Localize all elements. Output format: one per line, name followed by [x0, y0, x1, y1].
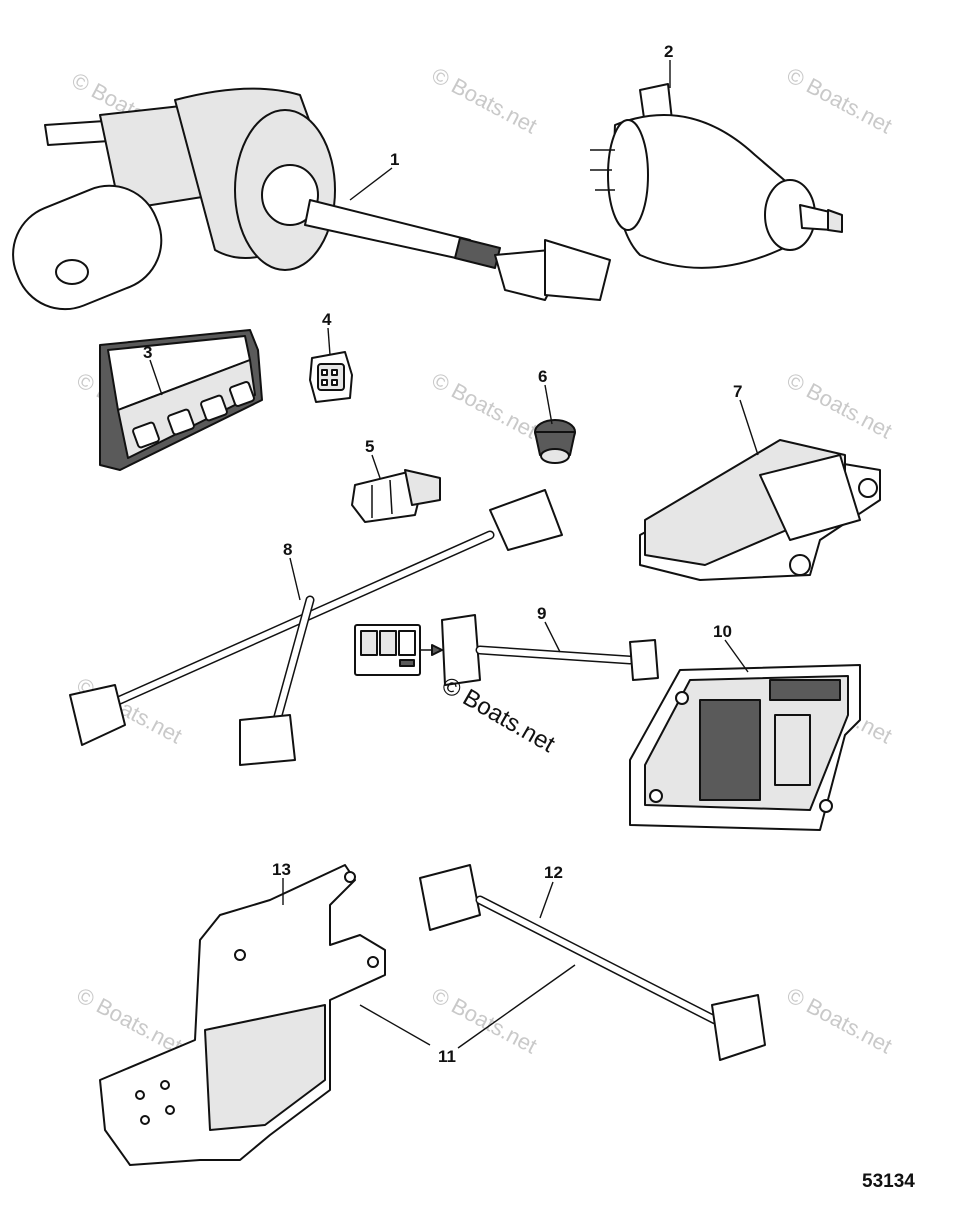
callout-2: 2	[664, 42, 673, 61]
watermark-6: © Boats.net	[783, 367, 897, 443]
callouts: 1 2 3 4 6 5 7 8 9 10 11 12 13	[143, 42, 742, 1066]
helm-sensor-icon	[590, 83, 843, 269]
harness-y-icon	[69, 489, 563, 766]
callout-4: 4	[322, 310, 332, 329]
center-watermark: © Boats.net	[437, 672, 560, 758]
callout-13: 13	[272, 860, 291, 879]
mounting-bracket-icon	[99, 864, 386, 1166]
callout-3: 3	[143, 343, 152, 362]
watermark-2: © Boats.net	[428, 62, 542, 138]
watermark-9: © Boats.net	[73, 982, 187, 1058]
callout-5: 5	[365, 437, 374, 456]
watermark-11: © Boats.net	[783, 982, 897, 1058]
watermark-5: © Boats.net	[428, 367, 542, 443]
watermark-3: © Boats.net	[783, 62, 897, 138]
ecu-module-icon	[629, 664, 861, 831]
callout-12: 12	[544, 863, 563, 882]
callout-6: 6	[538, 367, 547, 386]
control-module-icon	[639, 439, 881, 581]
connector-3pin-icon	[351, 469, 441, 523]
plug-icon	[534, 419, 576, 464]
callout-7: 7	[733, 382, 742, 401]
connector-cap-icon	[99, 329, 263, 471]
callout-1: 1	[390, 150, 399, 169]
harness-icon	[419, 864, 766, 1061]
leader-lines	[149, 60, 759, 1049]
callout-11: 11	[438, 1047, 456, 1066]
callout-10: 10	[713, 622, 732, 641]
switch-harness-icon: © Boats.net	[354, 614, 659, 758]
steering-actuator-icon	[12, 87, 611, 311]
callout-9: 9	[537, 604, 546, 623]
reference-number: 53134	[862, 1171, 915, 1192]
connector-4pin-icon	[309, 351, 353, 403]
callout-8: 8	[283, 540, 292, 559]
